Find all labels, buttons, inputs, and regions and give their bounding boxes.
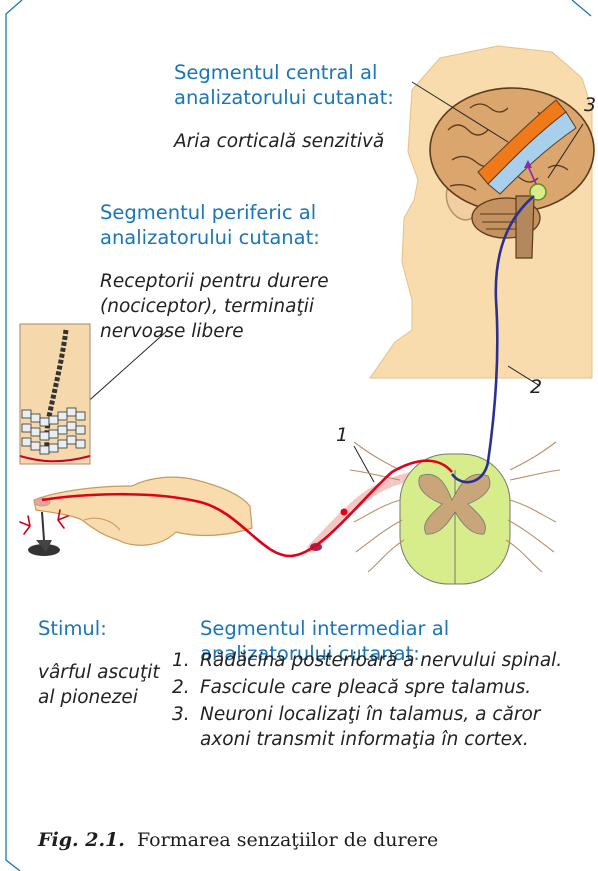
leader-1: [354, 446, 374, 482]
list-item: 2.Fascicule care pleacă spre talamus.: [172, 675, 592, 700]
marker-2: 2: [530, 376, 542, 398]
intermediate-steps-list: 1.Rădăcina posterioară a nervului spinal…: [172, 648, 592, 754]
list-item: 3.Neuroni localizaţi în talamus, a căror…: [172, 702, 592, 752]
central-segment-desc: Aria corticală senzitivă: [174, 129, 434, 154]
stimulus-desc: vârful ascuţit al pionezei: [38, 660, 174, 710]
peripheral-segment-title: Segmentul periferic al analizatorului cu…: [100, 200, 390, 250]
stimulus-title: Stimul:: [38, 616, 174, 641]
figure-ref: Fig. 2.1.: [38, 829, 125, 851]
central-segment-title: Segmentul central al analizatorului cuta…: [174, 60, 434, 110]
spinal-ganglion: [341, 509, 348, 516]
marker-3: 3: [584, 94, 596, 116]
figure-caption-text: Formarea senzaţiilor de durere: [137, 829, 438, 851]
list-item: 1.Rădăcina posterioară a nervului spinal…: [172, 648, 592, 673]
figure-caption: Fig. 2.1. Formarea senzaţiilor de durere: [38, 829, 438, 851]
marker-1: 1: [336, 424, 348, 446]
peripheral-segment-desc: Receptorii pentru durere (nociceptor), t…: [100, 269, 390, 344]
spinal-cord: [350, 442, 560, 584]
pushpin: [28, 512, 60, 556]
